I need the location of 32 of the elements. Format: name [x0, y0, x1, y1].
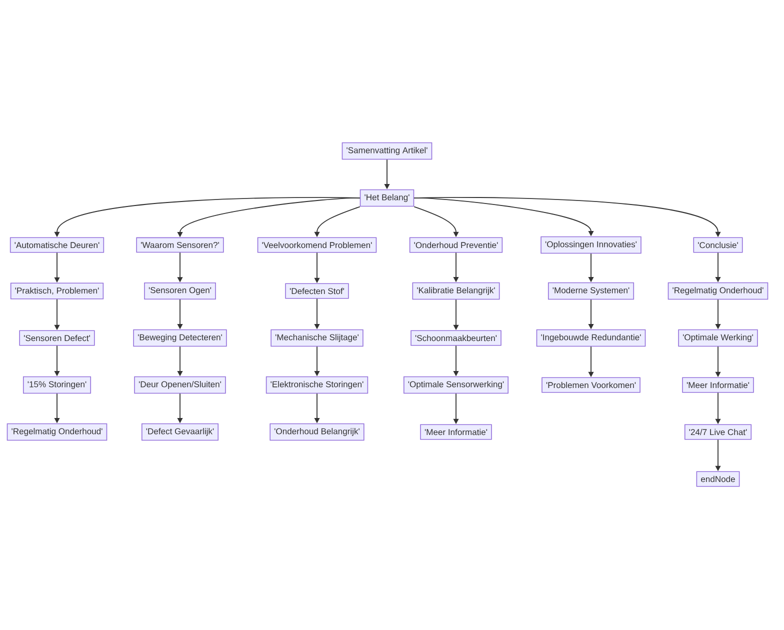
process-box: 'Het Belang' — [360, 189, 414, 207]
process-box: 'Meer Informatie' — [420, 424, 492, 440]
process-box: 'Oplossingen Innovaties' — [540, 236, 642, 254]
process-box: 'Onderhoud Belangrijk' — [270, 423, 364, 441]
process-box: 'Regelmatig Onderhoud' — [668, 282, 768, 300]
process-box: 'Optimale Werking' — [678, 329, 758, 347]
process-box: 'Schoonmaakbeurten' — [410, 330, 502, 346]
process-box: 'Sensoren Ogen' — [144, 282, 216, 300]
process-box: 'Waarom Sensoren?' — [136, 237, 224, 253]
process-box: '15% Storingen' — [22, 376, 92, 394]
process-box: endNode — [696, 471, 740, 487]
process-box: 'Deur Openen/Sluiten' — [134, 376, 226, 394]
process-box: 'Samenvatting Artikel' — [342, 142, 432, 160]
process-box: 'Sensoren Defect' — [19, 330, 95, 346]
process-box: 'Meer Informatie' — [682, 377, 754, 393]
process-box: 'Moderne Systemen' — [548, 282, 634, 300]
process-box: 'Regelmatig Onderhoud' — [6, 423, 108, 441]
process-box: 'Automatische Deuren' — [10, 237, 104, 253]
process-box: 'Beweging Detecteren' — [133, 329, 227, 347]
process-box: 'Praktisch, Problemen' — [10, 282, 104, 300]
process-box: 'Ingebouwde Redundantie' — [536, 329, 646, 347]
process-box: 'Problemen Voorkomen' — [542, 377, 640, 393]
process-box: 'Veelvoorkomend Problemen' — [257, 237, 377, 253]
process-box: 'Mechanische Slijtage' — [270, 329, 364, 347]
process-box: 'Defect Gevaarlijk' — [142, 423, 219, 441]
process-box: 'Defecten Stof' — [285, 283, 349, 299]
process-box: 'Conclusie' — [693, 237, 743, 253]
process-box: 'Onderhoud Preventie' — [409, 237, 503, 253]
process-box: 'Optimale Sensorwerking' — [404, 376, 509, 394]
process-box: 'Kalibratie Belangrijk' — [412, 282, 500, 300]
process-box: 'Elektronische Storingen' — [266, 376, 368, 394]
process-box: '24/7 Live Chat' — [684, 424, 752, 440]
